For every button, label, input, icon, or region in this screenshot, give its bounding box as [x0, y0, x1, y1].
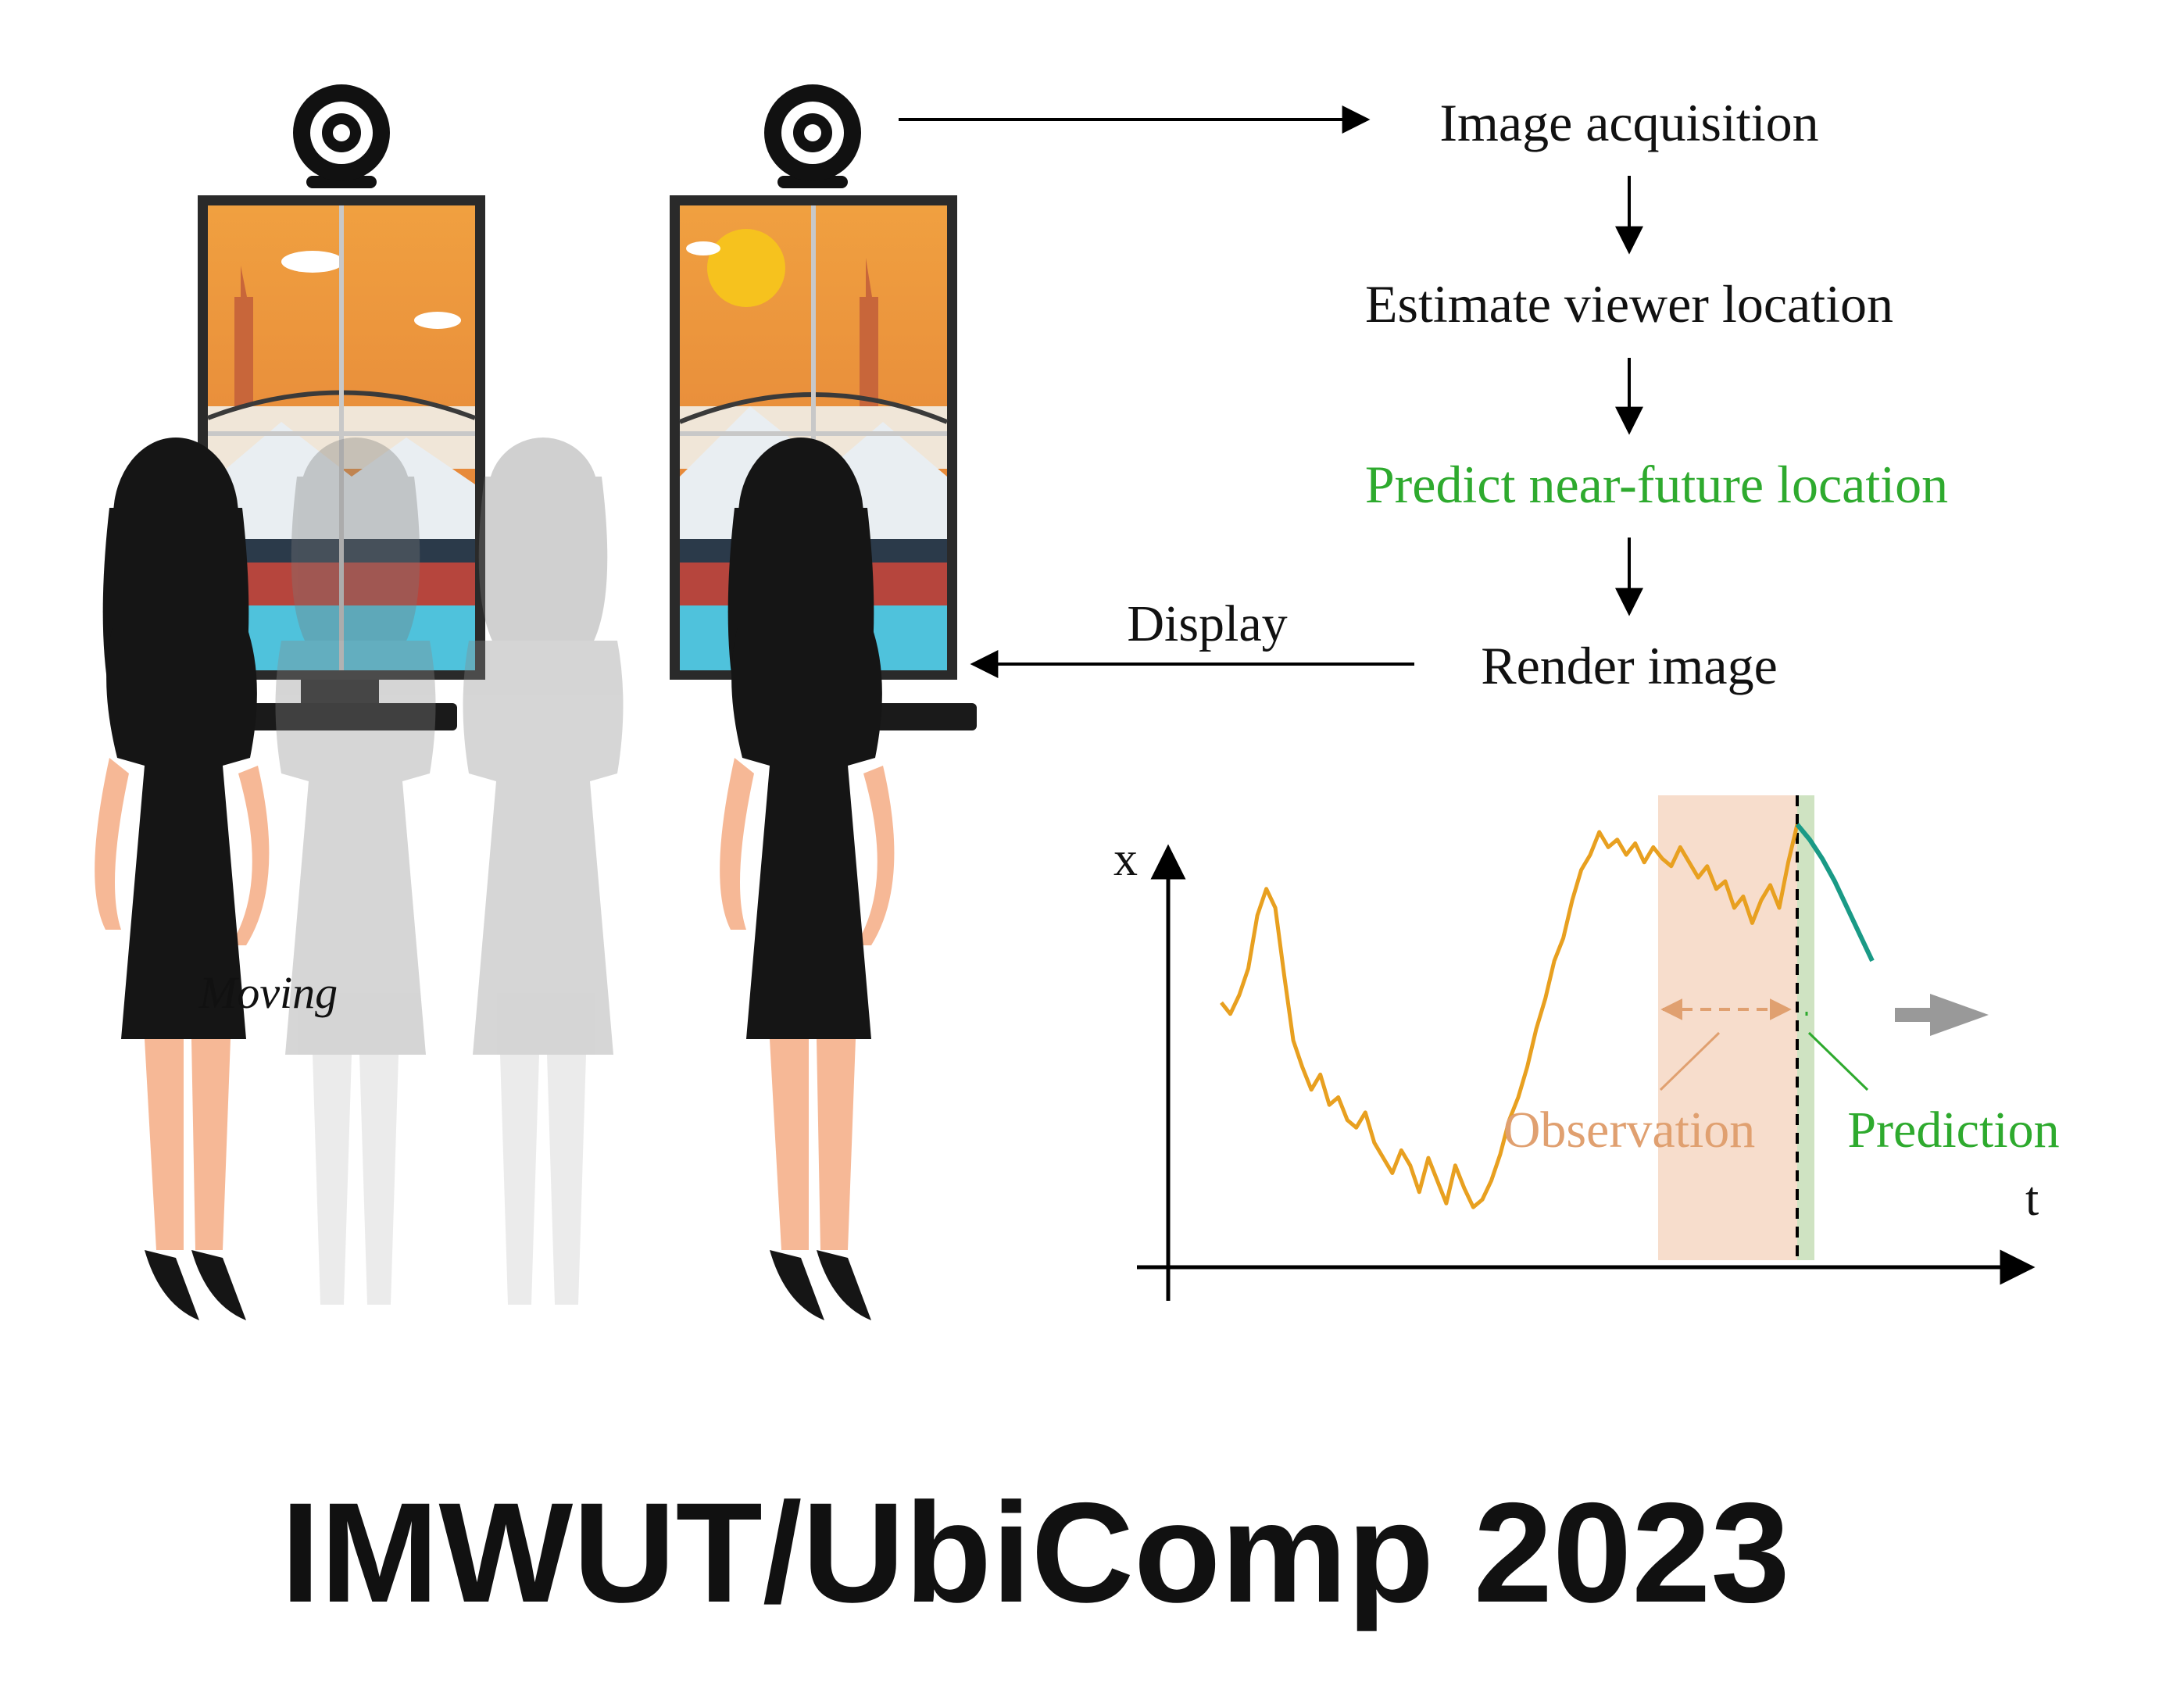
prediction-series-line [1795, 823, 1875, 963]
future-direction-arrow [1895, 994, 1989, 1036]
woman-figure-ghost-2 [463, 438, 624, 1305]
flow-step-image-acquisition: Image acquisition [1439, 93, 1818, 152]
observation-leader-line [1659, 1031, 1721, 1091]
prediction-leader-line-2 [1807, 1031, 1869, 1091]
observation-label: Observation [1503, 1102, 1756, 1159]
y-axis-label: x [1113, 833, 1138, 886]
observation-window [1658, 795, 1797, 1260]
flow-step-render-image: Render image [1481, 636, 1778, 695]
trajectory-plot: x t Observation Prediction [1113, 795, 2060, 1301]
x-axis-label: t [2025, 1173, 2039, 1226]
prediction-label: Prediction [1847, 1102, 2059, 1159]
display-label: Display [1127, 595, 1287, 652]
woman-figure-right [720, 438, 895, 1320]
woman-figure-ghost-1 [275, 438, 436, 1305]
flow-step-estimate-location: Estimate viewer location [1365, 274, 1893, 334]
webcam-icon-left [293, 84, 390, 188]
woman-figure-left [95, 438, 270, 1320]
webcam-icon-right [764, 84, 861, 188]
moving-label: Moving [198, 967, 338, 1018]
flow-step-predict-location: Predict near-future location [1365, 455, 1948, 514]
prediction-window [1797, 795, 1814, 1260]
venue-title: IMWUT/UbiComp 2023 [281, 1473, 1789, 1632]
observation-series-line [1220, 823, 1800, 1209]
